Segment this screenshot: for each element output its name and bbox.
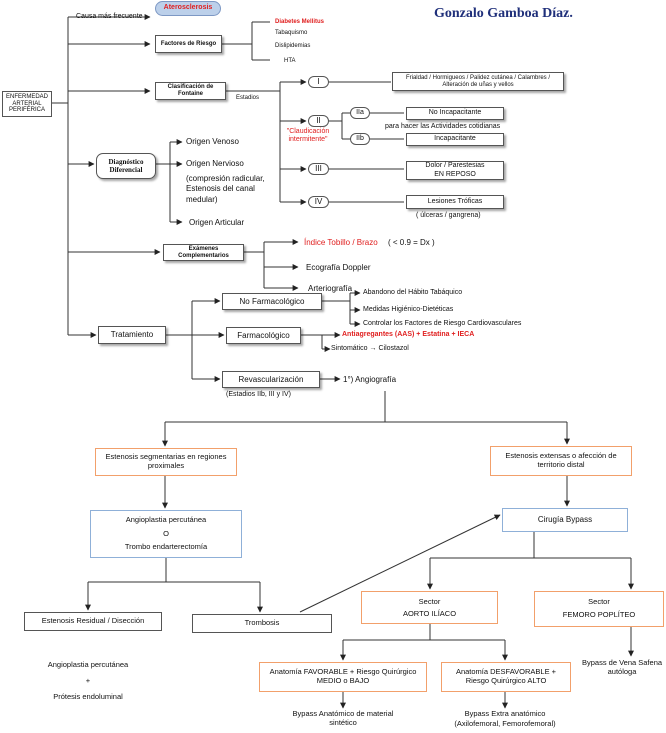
- stage-iii-box: III: [308, 163, 329, 175]
- sector-aorto-line2: AORTO ILÍACO: [402, 608, 457, 618]
- stage-iv-sub: ( úlceras / gangrena): [416, 212, 481, 219]
- factor-item: Dislipidemias: [275, 43, 311, 49]
- factores-box: Factores de Riesgo: [155, 35, 222, 53]
- dx-articular: Origen Articular: [189, 218, 245, 227]
- angioplastia-box: Angioplastia percutánea O Trombo endarte…: [90, 510, 242, 558]
- angioplastia-line1: Angioplastia percutánea: [125, 515, 207, 524]
- stage-iia-desc: No Incapacitante: [406, 107, 504, 120]
- trombosis-box: Trombosis: [192, 614, 332, 633]
- sector-aorto-box: Sector AORTO ILÍACO: [361, 591, 498, 624]
- stage-iia-box: IIa: [350, 107, 370, 119]
- farm-sintomatico: Sintomático → Cilostazol: [331, 345, 409, 352]
- diagnostico-box: Diagnóstico Diferencial: [96, 153, 156, 179]
- farmacologico-box: Farmacológico: [226, 327, 301, 344]
- bypass-anatomico: Bypass Anatómico de material sintético: [292, 709, 394, 727]
- angioplastia-line2: Trombo endarterectomía: [124, 542, 208, 552]
- bypass-box: Cirugía Bypass: [502, 508, 628, 532]
- causa-value: Aterosclerosis: [155, 1, 221, 16]
- causa-label: Causa más frecuente: [76, 13, 143, 20]
- stage-iib-box: IIb: [350, 133, 370, 145]
- root-disease: ENFERMEDAD ARTERIAL PERIFÉRICA: [2, 91, 52, 117]
- extensas-box: Estenosis extensas o afección de territo…: [490, 446, 632, 476]
- no-farmacologico-box: No Farmacológico: [222, 293, 322, 310]
- revascularizacion-box: Revascularización: [222, 371, 320, 388]
- factor-item: Tabaquismo: [275, 30, 308, 36]
- res-plus: +: [85, 676, 91, 685]
- sector-femoro-box: Sector FEMORO POPLÍTEO: [534, 591, 664, 627]
- actividades-note: para hacer las Actividades cotidianas: [385, 123, 501, 130]
- dx-venoso: Origen Venoso: [186, 137, 239, 146]
- fontaine-box: Clasificación de Fontaine: [155, 82, 226, 100]
- nf-item: Medidas Higiénico-Dietéticas: [363, 306, 454, 313]
- nf-item: Controlar los Factores de Riesgo Cardiov…: [363, 320, 522, 327]
- desfavorable-box: Anatomía DESFAVORABLE + Riesgo Quirúrgic…: [441, 662, 571, 692]
- stage-ii-box: II: [308, 115, 329, 127]
- bypass-extra-2: (Axilofemoral, Femorofemoral): [454, 719, 556, 728]
- exam-itb-value: ( < 0.9 = Dx ): [388, 238, 435, 247]
- factor-item: Diabetes Mellitus: [275, 19, 325, 25]
- nf-item: Abandono del Hábito Tabáquico: [363, 289, 463, 296]
- exam-arterio: Arteriografía: [308, 284, 353, 293]
- factor-item: HTA: [284, 58, 296, 64]
- angioplastia-or: O: [163, 528, 169, 538]
- res-angioplastia: Angioplastia percutánea: [47, 660, 129, 669]
- sector-aorto-line1: Sector: [418, 596, 441, 606]
- stage-i-desc: Frialdad / Hormigueos / Palidez cutánea …: [392, 72, 564, 91]
- examenes-box: Exámenes Complementarios: [163, 244, 244, 261]
- exam-eco: Ecografía Doppler: [306, 263, 371, 272]
- sector-femoro-line2: FEMORO POPLÍTEO: [562, 610, 636, 619]
- tratamiento-box: Tratamiento: [98, 326, 166, 344]
- segmentarias-box: Estenosis segmentarias en regiones proxi…: [95, 448, 237, 476]
- dx-nervioso: Origen Nervioso: [186, 159, 244, 168]
- favorable-box: Anatomía FAVORABLE + Riesgo Quirúrgico M…: [259, 662, 427, 692]
- revasc-note: (Estadios IIb, III y IV): [226, 391, 291, 398]
- sector-femoro-line1: Sector: [588, 597, 610, 607]
- stage-iii-desc: Dolor / Parestesias EN REPOSO: [406, 161, 504, 180]
- claudicacion-label: "Claudicación intermitente": [286, 128, 330, 144]
- stage-iv-box: IV: [308, 196, 329, 208]
- stage-iv-desc: Lesiones Tróficas: [406, 195, 504, 209]
- stage-iii-line2: EN REPOSO: [434, 170, 476, 178]
- estadios-label: Estadios: [236, 95, 260, 101]
- bypass-extra-1: Bypass Extra anatómico: [464, 709, 546, 718]
- dx-nervioso-detail: (compresión radicular, Estenosis del can…: [186, 174, 265, 204]
- residual-box: Estenosis Residual / Disección: [24, 612, 162, 631]
- stage-iib-desc: Incapacitante: [406, 133, 504, 146]
- angiografia-step: 1°) Angiografía: [343, 375, 397, 384]
- vena-safena: Bypass de Vena Safena autóloga: [581, 658, 663, 676]
- stage-iii-line1: Dolor / Parestesias: [425, 162, 485, 170]
- exam-itb: Índice Tobillo / Brazo: [304, 238, 378, 247]
- res-protesis: Prótesis endoluminal: [53, 692, 123, 701]
- author-name: Gonzalo Gamboa Díaz.: [434, 6, 573, 21]
- farm-main: Antiagregantes (AAS) + Estatina + IECA: [342, 331, 475, 338]
- stage-i-box: I: [308, 76, 329, 88]
